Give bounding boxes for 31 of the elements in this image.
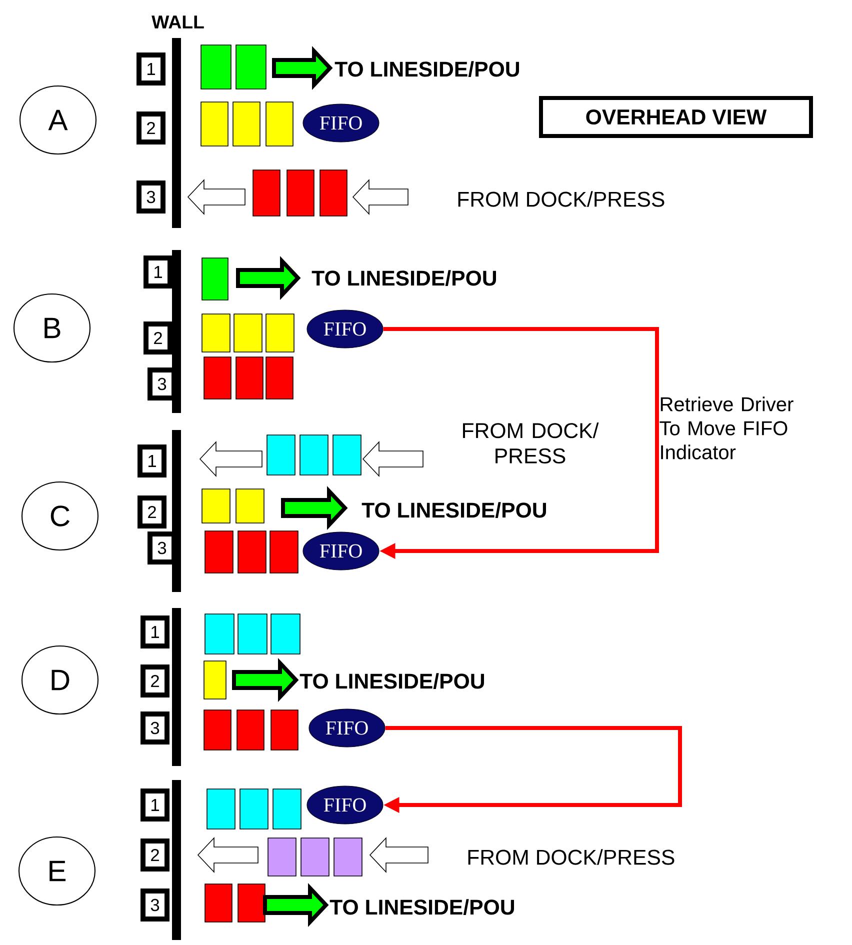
- lane-number-box: 1: [140, 616, 170, 648]
- edge-label: Retrieve Driver To Move FIFO Indicator: [660, 396, 794, 460]
- lane-number-box: 3: [140, 712, 170, 744]
- title-box: OVERHEAD VIEW: [539, 96, 813, 138]
- flow-label: TO LINESIDE/POU: [330, 899, 514, 915]
- flow-label: FROM DOCK/PRESS: [458, 191, 664, 207]
- lane-number-box: 3: [148, 532, 176, 564]
- lane-number-box: 3: [140, 888, 170, 922]
- lane-number-box: 2: [140, 664, 170, 698]
- lane-number-box: 1: [138, 444, 166, 478]
- lane-number-box: 2: [138, 496, 166, 528]
- fifo-oval: FIFO: [302, 532, 380, 570]
- flow-label: TO LINESIDE/POU: [300, 673, 484, 689]
- lane-number-box: 1: [136, 52, 166, 86]
- lane-number-box: 1: [140, 788, 170, 822]
- flow-label: TO LINESIDE/POU: [334, 61, 519, 77]
- fifo-oval: FIFO: [302, 104, 380, 142]
- flow-label: FROM DOCK/PRESS: [468, 849, 674, 865]
- flow-label: FROM DOCK/ PRESS: [463, 422, 599, 464]
- flow-label: WALL: [152, 16, 204, 28]
- lane-number-box: 1: [144, 256, 172, 288]
- lane-number-box: 3: [148, 368, 176, 400]
- lane-number-box: 2: [136, 112, 166, 144]
- flow-label: TO LINESIDE/POU: [312, 270, 496, 286]
- lane-number-box: 2: [144, 322, 172, 354]
- lane-number-box: 2: [140, 838, 170, 872]
- fifo-oval: FIFO: [306, 786, 384, 824]
- fifo-oval: FIFO: [308, 708, 386, 748]
- flow-label: TO LINESIDE/POU: [362, 502, 546, 518]
- lane-number-box: 3: [136, 180, 166, 214]
- fifo-oval: FIFO: [306, 310, 384, 348]
